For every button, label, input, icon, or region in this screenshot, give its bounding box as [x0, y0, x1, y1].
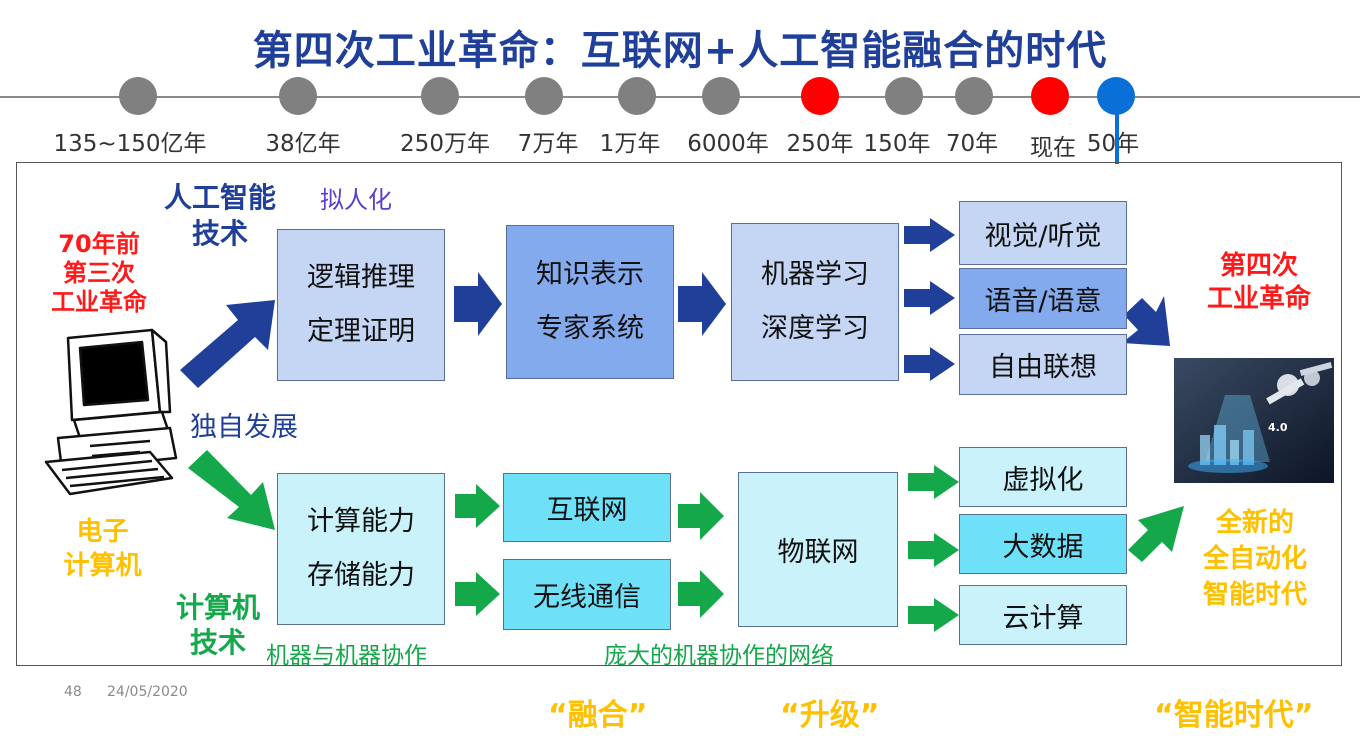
ai-output-speech: 语音/语意 [959, 268, 1127, 329]
comp-caption-network: 庞大的机器协作的网络 [604, 643, 834, 669]
timeline-dot [1031, 77, 1069, 115]
timeline-label: 70年 [945, 131, 999, 157]
quote-fusion: “融合” [548, 698, 648, 733]
comp-out-arrow-3 [908, 598, 959, 632]
comp-out-arrow-2 [908, 533, 959, 567]
computer-label: 电子 计算机 [40, 515, 165, 583]
page-title: 第四次工业革命：互联网+人工智能融合的时代 [252, 28, 1108, 74]
timeline-marker-line [1115, 100, 1119, 164]
fourth-line-2: 工业革命 [1206, 284, 1311, 314]
comp-tech-line-2: 技术 [189, 626, 246, 659]
comp-box-wireless: 无线通信 [503, 559, 671, 630]
timeline-label: 50年 [1086, 131, 1140, 157]
timeline-dot [955, 77, 993, 115]
comp-output-bigdata: 大数据 [959, 514, 1127, 574]
timeline-axis [0, 96, 1360, 98]
ai-box-knowledge: 知识表示 专家系统 [506, 225, 674, 379]
ai-output-vision: 视觉/听觉 [959, 201, 1127, 265]
quote-smart-era: “智能时代” [1154, 698, 1314, 733]
timeline-label: 6000年 [687, 131, 769, 157]
fourth-line-1: 第四次 [1219, 251, 1298, 281]
comp-box-internet: 互联网 [503, 473, 671, 542]
computer-line-1: 电子 [76, 517, 129, 547]
timeline-label: 38亿年 [265, 131, 341, 157]
ai-tech-line-2: 技术 [191, 217, 248, 250]
comp-caption-m2m: 机器与机器协作 [266, 643, 427, 669]
timeline-label: 7万年 [517, 131, 579, 157]
timeline-label: 现在 [1030, 135, 1076, 161]
comp-box-capacity-line-2: 存储能力 [307, 560, 415, 591]
to-fourth-arrow [1122, 296, 1170, 346]
ai-box-knowledge-line-1: 知识表示 [536, 259, 644, 290]
comp-box-iot: 物联网 [738, 472, 898, 627]
slide-date: 24/05/2020 [107, 684, 188, 700]
computer-illustration [44, 328, 178, 496]
timeline-label: 1万年 [599, 131, 661, 157]
third-line-3: 工业革命 [51, 288, 147, 316]
robot-badge: 4.0 [1268, 421, 1288, 434]
ai-box-logic-line-1: 逻辑推理 [307, 262, 415, 293]
timeline-dot [525, 77, 563, 115]
timeline-label: 135~150亿年 [53, 131, 207, 157]
diagonal-arrow-comp [188, 450, 275, 530]
new-era-line-1: 全新的 [1215, 508, 1294, 538]
third-line-2: 第三次 [63, 259, 135, 287]
timeline-dot [279, 77, 317, 115]
comp-box-capacity: 计算能力 存储能力 [277, 473, 445, 625]
ai-tech-line-1: 人工智能 [163, 181, 276, 214]
timeline-dot [801, 77, 839, 115]
computer-line-2: 计算机 [63, 551, 142, 581]
comp-arrow-3 [678, 492, 724, 540]
timeline-dot [119, 77, 157, 115]
comp-box-capacity-line-1: 计算能力 [307, 506, 415, 537]
ai-tech-label: 人工智能 技术 [155, 180, 285, 252]
diagonal-arrow-ai [180, 300, 275, 388]
fourth-revolution-label: 第四次 工业革命 [1188, 250, 1330, 316]
page-number: 48 [64, 684, 82, 700]
diagram-frame [16, 162, 1342, 666]
quote-upgrade: “升级” [780, 698, 880, 733]
ai-out-arrow-2 [904, 281, 955, 315]
timeline-dot [885, 77, 923, 115]
ai-box-knowledge-line-2: 专家系统 [536, 313, 644, 344]
independent-label: 独自发展 [190, 412, 298, 443]
comp-arrow-2 [455, 572, 500, 616]
ai-out-arrow-1 [904, 218, 955, 252]
third-line-1: 70年前 [58, 230, 140, 258]
to-new-era-arrow [1128, 506, 1184, 562]
robot-factory-image [1174, 358, 1334, 483]
comp-output-virtualization: 虚拟化 [959, 447, 1127, 507]
ai-box-learning-line-1: 机器学习 [761, 259, 869, 290]
timeline-dot [421, 77, 459, 115]
comp-tech-label: 计算机 技术 [158, 590, 278, 660]
new-era-label: 全新的 全自动化 智能时代 [1180, 505, 1330, 613]
timeline-label: 250万年 [400, 131, 490, 157]
timeline-dot [702, 77, 740, 115]
comp-output-cloud: 云计算 [959, 585, 1127, 645]
comp-arrow-1 [455, 484, 500, 528]
new-era-line-3: 智能时代 [1202, 580, 1307, 610]
comp-tech-line-1: 计算机 [175, 591, 260, 624]
timeline-label: 150年 [863, 131, 931, 157]
ai-arrow-2 [678, 272, 726, 336]
ai-box-learning: 机器学习 深度学习 [731, 223, 899, 381]
ai-box-logic: 逻辑推理 定理证明 [277, 229, 445, 381]
ai-output-association: 自由联想 [959, 334, 1127, 395]
new-era-line-2: 全自动化 [1202, 544, 1307, 574]
ai-box-learning-line-2: 深度学习 [761, 313, 869, 344]
ai-arrow-1 [454, 272, 502, 336]
comp-arrow-4 [678, 570, 724, 618]
third-revolution-label: 70年前 第三次 工业革命 [30, 230, 168, 317]
comp-out-arrow-1 [908, 465, 959, 499]
anthropomorphic-note: 拟人化 [320, 186, 392, 214]
ai-out-arrow-3 [904, 347, 955, 381]
ai-box-logic-line-2: 定理证明 [307, 316, 415, 347]
timeline-label: 250年 [786, 131, 854, 157]
timeline-dot [618, 77, 656, 115]
